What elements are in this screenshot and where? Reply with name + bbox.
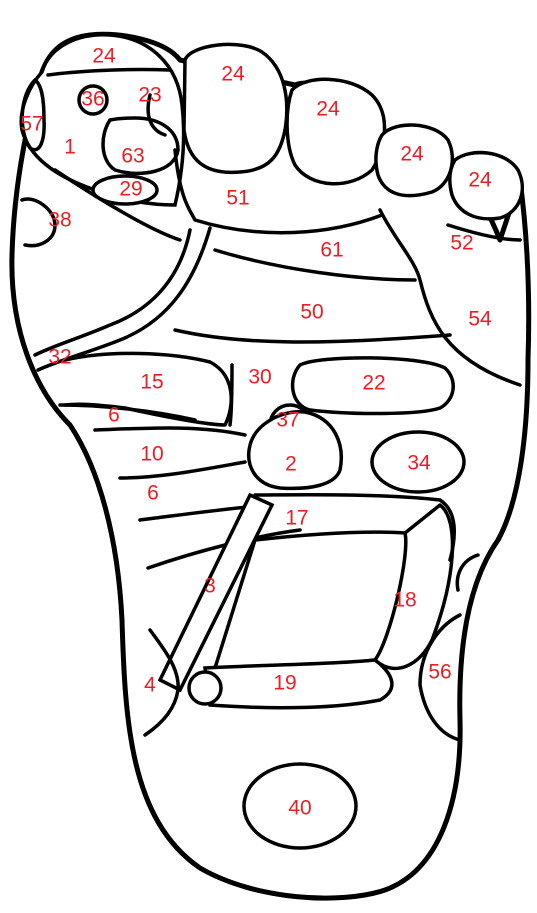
zone-label-ball-band: 61 — [320, 239, 343, 262]
zone-label-upper-mid: 50 — [300, 301, 323, 324]
zone-label-diagonal-tube: 3 — [204, 575, 216, 598]
zone-label-outer-heel-edge: 56 — [428, 661, 451, 684]
zone-label-mid-outer: 22 — [362, 372, 385, 395]
zone-label-inner-strip-a: 6 — [108, 404, 120, 427]
zone-label-big-toe-edge: 57 — [20, 113, 43, 136]
zone-label-mid-center: 30 — [248, 366, 271, 389]
zone-label-big-toe-base: 63 — [121, 145, 144, 168]
toe-3 — [287, 79, 384, 183]
zone-label-inner-arch-line: 32 — [48, 346, 71, 369]
zone-label-outer-edge: 54 — [468, 308, 492, 331]
zone-label-inner-heel-edge: 4 — [144, 674, 156, 697]
zone-label-big-toe-small-circle: 36 — [81, 88, 104, 111]
zone-label-inner-strip-b: 6 — [147, 482, 159, 505]
zone-label-toe5: 24 — [468, 169, 492, 192]
zone-label-lower-bottom-frame: 19 — [273, 672, 296, 695]
zone-label-ball-center: 51 — [226, 187, 249, 210]
zone-label-inner-ball: 38 — [48, 209, 71, 232]
zone-label-lower-outer-frame: 18 — [393, 589, 416, 612]
zone-label-big-toe-neck: 29 — [119, 178, 142, 201]
zone-label-inner-middle: 10 — [140, 443, 163, 466]
zone-label-toe4: 24 — [400, 143, 424, 166]
zone-label-small-circle-center: 37 — [276, 409, 299, 432]
zone-label-big-toe-tip: 24 — [92, 45, 116, 68]
zone-label-center-circle: 2 — [285, 453, 297, 476]
zone-label-big-toe-body: 1 — [64, 136, 76, 159]
zone-label-outer-ball: 52 — [450, 232, 473, 255]
zone-label-inner-upper: 15 — [140, 371, 163, 394]
zone-label-lower-band: 17 — [285, 507, 308, 530]
zone-label-toe3: 24 — [316, 98, 340, 121]
zone-label-heel-circle: 40 — [288, 797, 311, 820]
zone-label-outer-circle: 34 — [407, 452, 431, 475]
zone-label-toe2: 24 — [221, 63, 245, 86]
zone-label-big-toe-inner: 23 — [138, 84, 161, 107]
